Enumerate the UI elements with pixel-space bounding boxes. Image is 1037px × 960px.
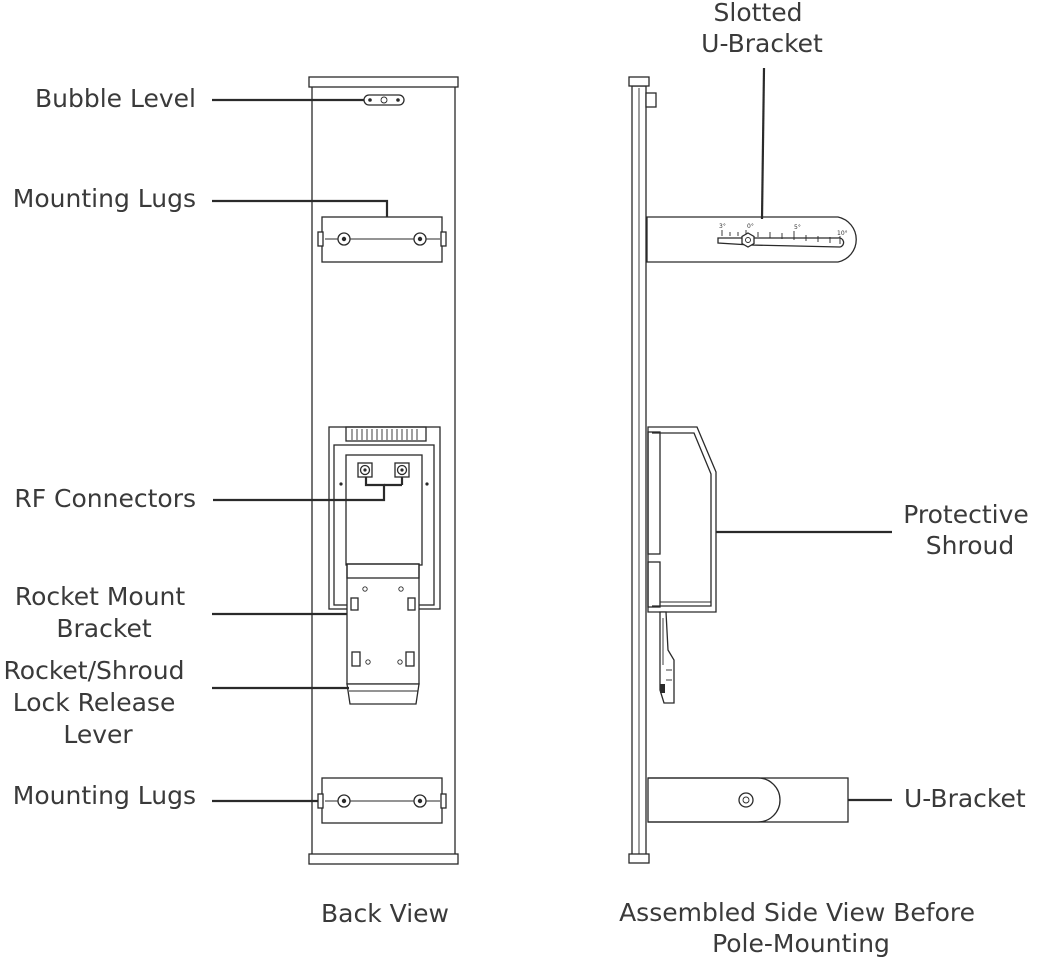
label-mounting-lugs-top: Mounting Lugs [13,184,196,213]
vent-slots [351,429,418,440]
rocket-mount-bracket [346,563,420,685]
caption-back-view: Back View [321,899,449,928]
slotted-u-bracket: 3° 0° 5° 10° [646,216,857,263]
lock-release-lever [346,683,420,705]
side-view: 3° 0° 5° 10° [628,76,857,864]
mounting-lugs-top [317,216,447,263]
label-slotted-u-bracket: Slotted U-Bracket [701,0,823,58]
protective-shroud [647,426,717,613]
label-rf-connectors: RF Connectors [14,484,196,513]
label-lock-release-lever: Rocket/Shroud Lock Release Lever [4,656,193,749]
mounting-lugs-bottom [317,777,447,824]
scale-tick-10: 10° [837,230,848,237]
scale-tick-3: 3° [719,223,726,230]
hex-bolt-icon [741,232,755,248]
tilt-scale: 3° 0° 5° 10° [719,223,848,244]
label-protective-shroud: Protective Shroud [903,500,1036,560]
caption-side-view: Assembled Side View Before Pole-Mounting [619,898,983,958]
scale-tick-5: 5° [794,224,801,231]
lug-nut-icon [337,794,427,808]
u-bracket [647,777,849,823]
lock-release-lever-side [659,611,675,704]
scale-tick-0: 0° [747,223,754,230]
rf-connectors [357,462,410,478]
label-bubble-level: Bubble Level [35,84,196,113]
label-u-bracket: U-Bracket [904,784,1026,813]
back-view [308,76,459,865]
label-mounting-lugs-bottom: Mounting Lugs [13,781,196,810]
antenna-panel-back [311,85,456,857]
bubble-level [363,94,405,106]
top-end-cap [308,76,459,88]
label-rocket-mount-bracket: Rocket Mount Bracket [15,582,193,643]
labels: Bubble Level Mounting Lugs RF Connectors… [4,0,1036,958]
bottom-end-cap [308,853,459,865]
lug-nut-icon [337,232,427,246]
leader-lines [212,67,892,803]
